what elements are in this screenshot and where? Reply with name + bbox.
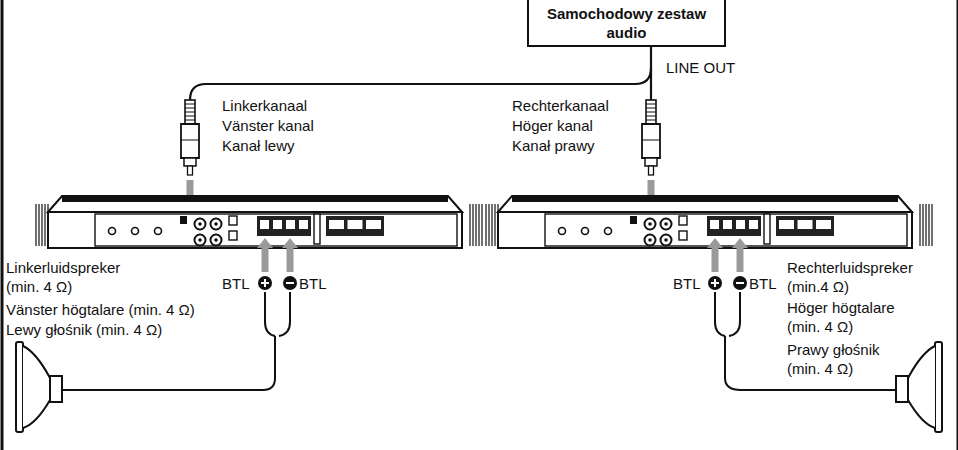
channel-label: Höger kanal <box>512 116 593 135</box>
rca-plug <box>181 100 199 175</box>
plus-symbol <box>708 276 722 290</box>
terminal-arrow <box>732 238 748 272</box>
channel-label: Kanał prawy <box>512 136 595 155</box>
speaker-label: Linkerluidspreker (min. 4 Ω) <box>6 258 146 296</box>
signal-name: LINE OUT <box>666 58 735 77</box>
channel-label: Kanał lewy <box>222 136 295 155</box>
minus-symbol <box>283 276 297 290</box>
channel-label: Vänster kanal <box>222 116 314 135</box>
rca-plug <box>642 100 660 175</box>
terminal-arrow <box>282 238 298 272</box>
speaker-label: Prawy głośnik (min. 4 Ω) <box>787 340 915 378</box>
audio-source-box: Samochodowy zestaw audio <box>527 0 726 47</box>
speaker <box>16 342 62 432</box>
speaker-label: Rechterluidspreker (min.4 Ω) <box>787 258 927 296</box>
audio-cable <box>190 46 651 100</box>
channel-label: Rechterkanaal <box>512 96 609 115</box>
speaker-label: Höger högtalare (min. 4 Ω) <box>787 298 927 336</box>
minus-symbol <box>733 276 747 290</box>
speaker-label: Lewy głośnik (min. 4 Ω) <box>6 320 162 339</box>
terminal-label: BTL <box>673 274 701 293</box>
terminal-label: BTL <box>222 274 250 293</box>
amplifier <box>36 196 482 248</box>
amplifier <box>486 196 932 248</box>
channel-label: Linkerkanaal <box>222 96 307 115</box>
box-title: Samochodowy zestaw audio <box>535 4 718 42</box>
speaker-label: Vänster högtalare (min. 4 Ω) <box>6 300 195 319</box>
terminal-arrow <box>257 238 273 272</box>
terminal-arrow <box>707 238 723 272</box>
plus-symbol <box>258 276 272 290</box>
terminal-label: BTL <box>749 274 777 293</box>
speaker <box>896 342 942 432</box>
frame-line <box>1 0 4 450</box>
frame-line <box>957 0 958 450</box>
terminal-label: BTL <box>299 274 327 293</box>
